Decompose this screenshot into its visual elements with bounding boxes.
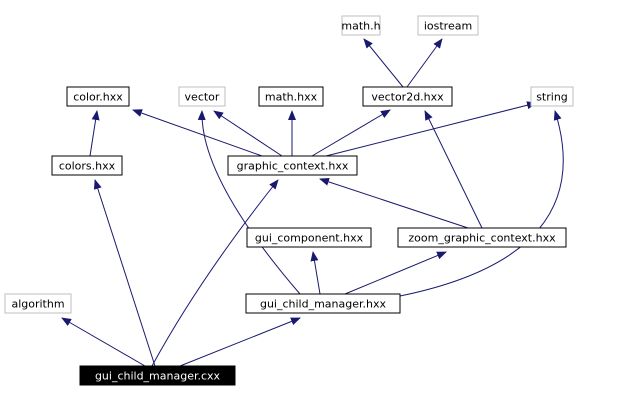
edge-gui_child_manager_hxx-to-string xyxy=(399,110,564,297)
node-label: colors.hxx xyxy=(59,160,116,173)
node-gui_child_manager_hxx[interactable]: gui_child_manager.hxx xyxy=(245,293,401,314)
node-label: iostream xyxy=(424,20,472,33)
edge-gui_child_manager_hxx-to-zoom_graphic_context_hxx xyxy=(344,251,447,295)
node-math_hxx[interactable]: math.hxx xyxy=(258,86,324,107)
node-box xyxy=(397,227,567,248)
node-box xyxy=(362,86,453,107)
node-box xyxy=(530,86,574,107)
edge-graphic_context_hxx-to-vector2d_hxx xyxy=(311,109,391,157)
node-gui_component_hxx[interactable]: gui_component.hxx xyxy=(246,227,372,248)
edge-graphic_context_hxx-to-string xyxy=(325,101,537,157)
edge-gui_child_manager_cxx-to-graphic_context_hxx xyxy=(151,179,279,367)
node-algorithm: algorithm xyxy=(4,293,72,314)
node-box xyxy=(245,293,401,314)
node-box xyxy=(258,86,324,107)
node-label: string xyxy=(536,91,568,104)
edge-vector2d_hxx-to-iostream xyxy=(406,38,443,88)
edge-gui_child_manager_cxx-to-gui_child_manager_hxx xyxy=(179,317,301,367)
node-box xyxy=(341,15,381,36)
node-color_hxx[interactable]: color.hxx xyxy=(66,86,130,107)
node-label: gui_child_manager.cxx xyxy=(95,370,221,383)
node-colors_hxx[interactable]: colors.hxx xyxy=(51,155,123,176)
node-box xyxy=(227,155,358,176)
node-label: vector2d.hxx xyxy=(371,91,444,104)
nodes-layer: math.h iostream color.hxx vector math.hxx vec… xyxy=(4,15,574,386)
node-box xyxy=(66,86,130,107)
edge-gui_child_manager_hxx-to-gui_component_hxx xyxy=(310,251,321,295)
edge-gui_child_manager_cxx-to-colors_hxx xyxy=(93,179,156,367)
node-graphic_context_hxx[interactable]: graphic_context.hxx xyxy=(227,155,358,176)
edge-zoom_graphic_context_hxx-to-graphic_context_hxx xyxy=(319,178,469,229)
node-label: math.hxx xyxy=(265,91,318,104)
edge-zoom_graphic_context_hxx-to-vector2d_hxx xyxy=(424,110,483,229)
node-label: gui_component.hxx xyxy=(255,232,364,245)
node-box xyxy=(51,155,123,176)
node-vector2d_hxx[interactable]: vector2d.hxx xyxy=(362,86,453,107)
edge-gui_child_manager_cxx-to-algorithm xyxy=(61,317,146,367)
node-zoom_graphic_context_hxx[interactable]: zoom_graphic_context.hxx xyxy=(397,227,567,248)
node-box xyxy=(79,365,236,386)
node-iostream: iostream xyxy=(417,15,479,36)
node-label: gui_child_manager.hxx xyxy=(260,298,387,311)
edge-graphic_context_hxx-to-color_hxx xyxy=(132,109,263,157)
node-string: string xyxy=(530,86,574,107)
node-vector: vector xyxy=(178,86,226,107)
node-label: math.h xyxy=(341,20,380,33)
node-math_h: math.h xyxy=(341,15,381,36)
node-box xyxy=(246,227,372,248)
edges-layer xyxy=(61,38,564,367)
node-label: vector xyxy=(185,91,220,104)
edge-gui_child_manager_hxx-to-vector xyxy=(197,110,301,295)
node-label: graphic_context.hxx xyxy=(237,160,349,173)
edge-colors_hxx-to-color_hxx xyxy=(89,110,100,157)
node-box xyxy=(417,15,479,36)
node-gui_child_manager_cxx: gui_child_manager.cxx xyxy=(79,365,236,386)
node-box xyxy=(178,86,226,107)
edge-graphic_context_hxx-to-vector xyxy=(213,110,283,157)
node-label: color.hxx xyxy=(73,91,123,104)
node-box xyxy=(4,293,72,314)
node-label: zoom_graphic_context.hxx xyxy=(408,232,556,245)
edge-vector2d_hxx-to-math_h xyxy=(363,38,404,88)
node-label: algorithm xyxy=(11,298,64,311)
